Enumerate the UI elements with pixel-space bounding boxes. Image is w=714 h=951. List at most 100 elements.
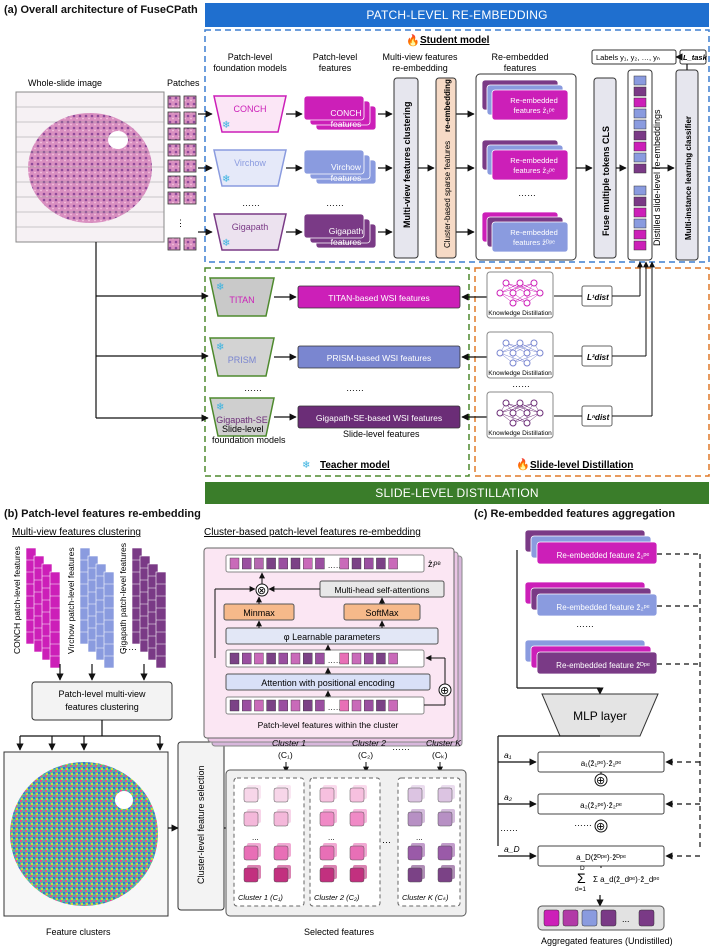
feature-card [303, 95, 365, 121]
patch-feature-label: Virchow patch-level features [66, 547, 76, 654]
distilled-cell [633, 196, 647, 207]
reembedded-text-1: Re-embedded [510, 228, 558, 237]
sum-symbol: Σ [577, 870, 586, 886]
distilled-cell [633, 97, 647, 108]
c-feature-card [536, 541, 658, 565]
banner-slide-distillation: SLIDE-LEVEL DISTILLATION [205, 482, 709, 504]
distilled-label: Distilled slide-level re-embeddings [652, 109, 662, 246]
student-model-label: Student model [420, 35, 490, 46]
kd-edge [499, 282, 535, 294]
patch-square [183, 175, 197, 189]
sel-feature [319, 845, 335, 861]
cell [254, 652, 264, 665]
slide-distillation-label: Slide-level Distillation [530, 460, 633, 471]
slide-models: TITAN❄TITAN-based WSI featuresKnowledge … [209, 261, 655, 439]
kd-node [523, 349, 531, 357]
patch-square [183, 159, 197, 173]
selected-groups: ...Cluster 1 (C₁)...Cluster 2 (C₂)...Clu… [233, 777, 461, 907]
patch-square [183, 95, 197, 109]
wsi-feature-box [297, 285, 461, 309]
ellipsis-reembedded: …… [518, 188, 536, 198]
cell [376, 699, 386, 712]
clustering-box-b-1: Patch-level multi-view [58, 689, 146, 699]
reembedded-text-2: features ẑ₂ᵖᵉ [513, 166, 555, 175]
kd-node [516, 399, 524, 407]
c-feature-label: Re-embedded feature ẑᴰᵖᵉ [556, 661, 650, 670]
cell [290, 557, 301, 570]
weighted-box [537, 793, 665, 815]
student-arrows [418, 53, 688, 172]
c-ellipsis-a: …… [500, 823, 518, 833]
cluster-name: Cluster K [426, 738, 461, 748]
kd-node [536, 409, 544, 417]
clustering-label: Multi-view features clustering [402, 101, 412, 228]
patch-square [167, 143, 181, 157]
add-symbol: ⊕ [440, 685, 449, 697]
sel-feature [349, 787, 365, 803]
patch-feature-label: CONCH patch-level features [12, 546, 22, 654]
reembedded-container [475, 73, 577, 261]
wsi-feature-box [297, 405, 461, 429]
sum-op [594, 819, 608, 833]
agg-cell [562, 909, 579, 927]
c-feature-label: Re-embedded feature ẑ₂ᵖᵉ [556, 603, 649, 612]
wsi-label: Whole-slide image [28, 78, 102, 88]
minmax-label: Minmax [243, 608, 275, 618]
tissue-region [28, 113, 152, 223]
kd-node [516, 279, 524, 287]
cell [315, 557, 325, 570]
patch-model-name: Virchow [234, 158, 266, 168]
kd-label: Knowledge Distillation [488, 370, 552, 377]
section-a-title: (a) Overall architecture of FuseCPath [4, 4, 198, 16]
reembedded-card [491, 221, 569, 253]
wsi-feature-box [297, 345, 461, 369]
cluster-box-label: Cluster 1 (C₁) [238, 893, 283, 902]
fuse-label: Fuse multiple tokens CLS [601, 126, 611, 236]
agg-cell [543, 909, 560, 927]
kd-node [523, 419, 531, 427]
multiply-symbol: ⊗ [257, 585, 266, 597]
weighted-label: a₁(ẑ₁ᵖᵉ)·ẑ₁ᵖᵉ [581, 759, 622, 768]
distilled-cell [633, 141, 647, 152]
sel-feature [349, 811, 365, 827]
distilled-cell [633, 240, 647, 251]
kd-node [536, 349, 544, 357]
sum-upper: D [580, 865, 585, 872]
sel-feature [243, 811, 259, 827]
kd-node [523, 299, 531, 307]
feature-name: Gigapath [329, 226, 364, 236]
kd-node [502, 339, 510, 347]
teacher-model-label: Teacher model [320, 460, 390, 471]
kd-edge [512, 412, 541, 424]
softmax-label: SoftMax [365, 608, 399, 618]
selection-label: Cluster-level feature selection [196, 765, 206, 884]
sel-feature [319, 787, 335, 803]
clustering-box-b-2: features clustering [65, 702, 139, 712]
ellipsis-kd: …… [512, 379, 530, 389]
kd-edge [519, 402, 541, 414]
sel-feature [273, 867, 289, 883]
ellipsis-b: …… [119, 642, 137, 652]
sum-lower: d=1 [575, 886, 586, 893]
distilled-cell [633, 207, 647, 218]
z-row-cells: …… [229, 557, 398, 570]
cell [254, 557, 264, 570]
c-weights: a₁(ẑ₁ᵖᵉ)·ẑ₁ᵖᵉa₁a₂(ẑ₂ᵖᵉ)·ẑ₂ᵖᵉa₂a_D(ẑᴰᵖᵉ)·… [498, 750, 700, 868]
distilled-cell [633, 229, 647, 240]
kd-edge [499, 412, 528, 424]
col-header-patch-models-2: foundation models [213, 63, 287, 73]
cell [388, 699, 398, 712]
col-header-multiview-2: re-embedding [392, 63, 448, 73]
slide-models-caption-2: foundation models [212, 435, 286, 445]
distilled-cell [633, 152, 647, 163]
sel-feature [319, 867, 335, 883]
patch-model-name: CONCH [234, 104, 267, 114]
cell [376, 652, 386, 665]
cell [290, 699, 301, 712]
cell [388, 557, 398, 570]
sum-op-symbol: ⊕ [596, 775, 605, 787]
sel-feature [437, 811, 453, 827]
reembedded-text-2: features ẑ₁ᵖᵉ [513, 106, 554, 115]
snowflake-icon: ❄ [216, 342, 224, 353]
agg-cells: ... [543, 909, 655, 927]
